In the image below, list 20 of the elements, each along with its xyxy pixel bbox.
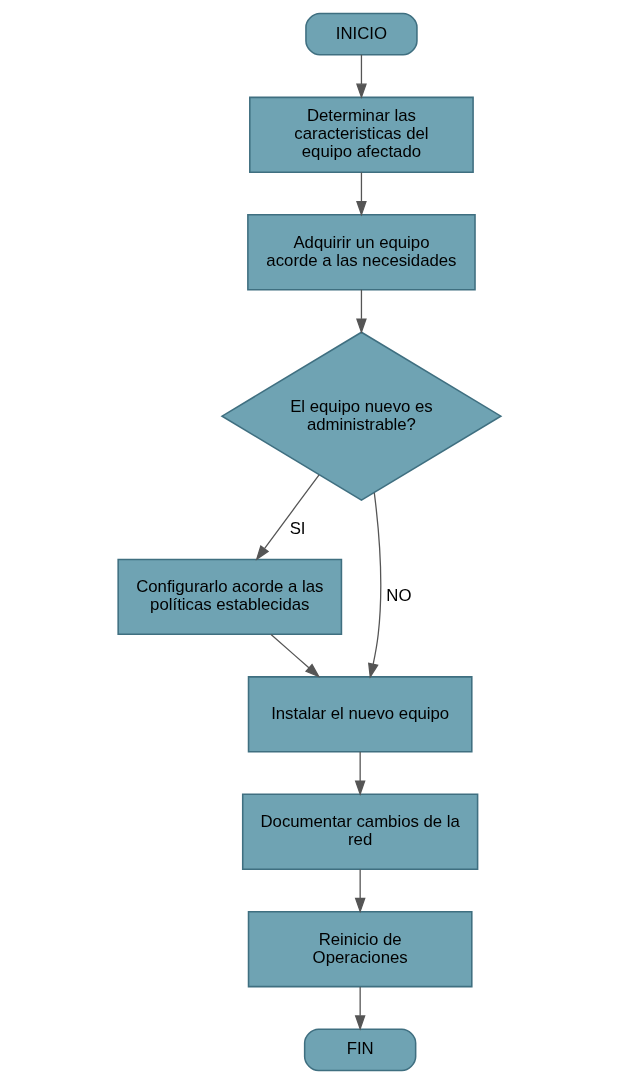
node-box: Determinar las caracteristicas del equipo afectado [248, 96, 474, 173]
arrow [354, 868, 366, 914]
arrow [355, 54, 367, 100]
node-box: Adquirir un equipo acorde a las necesidades [246, 214, 476, 291]
arrow [367, 492, 381, 679]
node-diamond: El equipo nuevo es administrable? [220, 331, 502, 501]
edge-label: NO [385, 586, 411, 606]
node-box: Documentar cambios de la red [241, 793, 478, 870]
node-box: Instalar el nuevo equipo [247, 676, 473, 753]
arrow [355, 171, 367, 217]
arrow [354, 751, 366, 796]
node-box: FIN [303, 1028, 416, 1072]
edge-label: SI [289, 519, 305, 539]
node-box: INICIO [304, 12, 418, 56]
node-box: Configurarlo acorde a las políticas establecidas [116, 558, 342, 636]
arrow [355, 289, 367, 334]
arrow [354, 986, 366, 1031]
node-box: Reinicio de Operaciones [247, 911, 473, 988]
arrow [255, 474, 320, 561]
arrow [269, 633, 320, 678]
